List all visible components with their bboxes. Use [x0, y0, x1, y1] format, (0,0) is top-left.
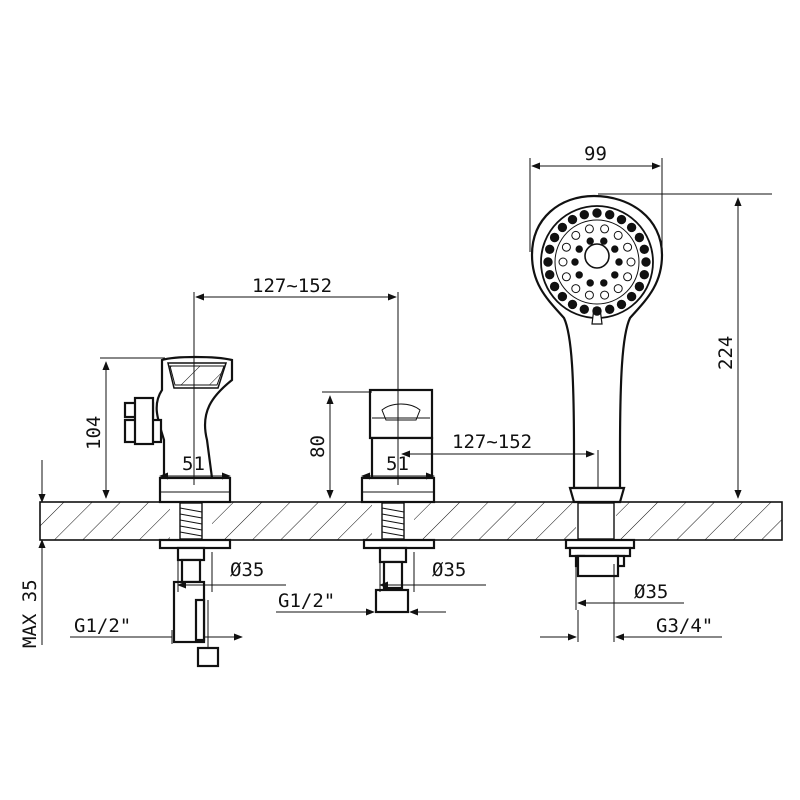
deck-section [39, 501, 783, 541]
spacing-left-dimension: 127~152 [193, 275, 399, 485]
hole-dia-label-3: Ø35 [634, 581, 668, 603]
hand-shower [530, 194, 664, 578]
thread-shower: G3/4" [540, 610, 722, 642]
spout-base-label: 51 [182, 453, 205, 475]
diverter-valve [360, 388, 436, 614]
shower-width-dimension: 99 [529, 143, 663, 252]
thread-spout: G1/2" [70, 615, 243, 644]
spout-base-dimension: 51 [159, 453, 231, 480]
spout-height-dimension: 104 [83, 357, 165, 499]
thread-label-2: G1/2" [278, 590, 335, 612]
hole-diameter-spout: Ø35 [177, 552, 286, 592]
thread-label-3: G3/4" [656, 615, 713, 637]
hole-diameter-valve: Ø35 [379, 552, 486, 592]
valve-base-label: 51 [386, 453, 409, 475]
valve-height-label: 80 [307, 435, 329, 458]
deck-thickness-dimension: MAX 35 [19, 460, 46, 648]
hole-dia-label-1: Ø35 [230, 559, 264, 581]
deck-max-label: MAX 35 [19, 579, 41, 648]
hole-dia-label-2: Ø35 [432, 559, 466, 581]
shower-width-label: 99 [584, 143, 607, 165]
spacing-right-dimension: 127~152 [401, 431, 599, 488]
valve-height-dimension: 80 [307, 391, 372, 499]
thread-label-1: G1/2" [74, 615, 131, 637]
spout-height-label: 104 [83, 416, 105, 450]
spacing-left-label: 127~152 [252, 275, 332, 297]
shower-height-label: 224 [715, 336, 737, 370]
hole-diameter-shower: Ø35 [575, 564, 684, 610]
shower-height-dimension: 224 [598, 193, 772, 499]
thread-valve: G1/2" [276, 590, 446, 616]
nozzle-pattern [543, 208, 651, 316]
spacing-right-label: 127~152 [452, 431, 532, 453]
